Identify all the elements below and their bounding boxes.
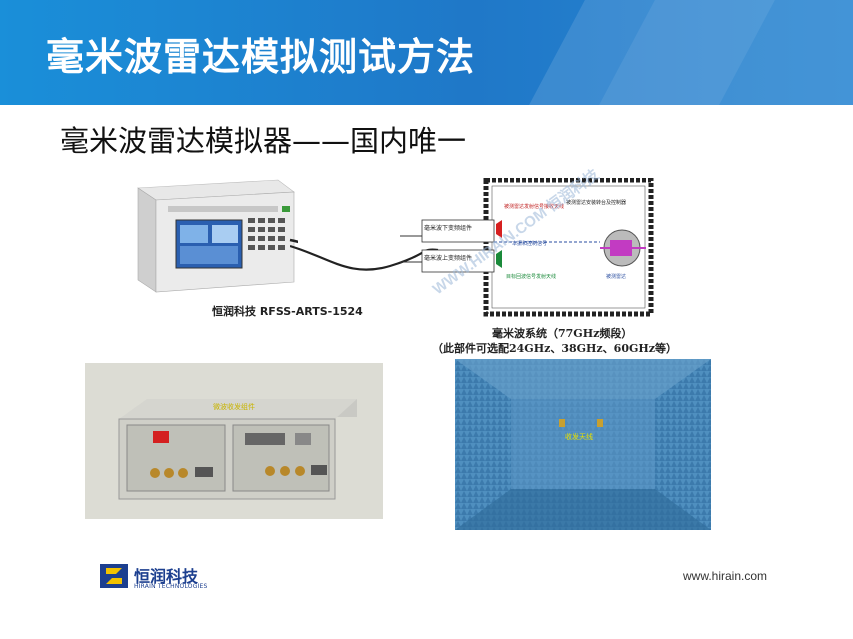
test-setup-diagram: 毫米波下变频组件 毫米波上变频组件 被测雷达发射信号接收天线 本振和控制信号 目…	[400, 178, 654, 317]
system-caption-line-1: 毫米波系统（77GHz频段）	[492, 327, 633, 340]
logo-text-cn: 恒润科技	[134, 567, 199, 586]
footer-url: www.hirain.com	[683, 569, 768, 583]
header-band: 毫米波雷达模拟测试方法	[0, 0, 853, 105]
logo-mark-icon	[100, 564, 128, 588]
diagram-label-radar: 被测雷达安装转台及控制器	[566, 199, 626, 206]
simulator-device-photo	[137, 179, 298, 293]
anechoic-chamber-photo: 收发天线	[455, 359, 711, 530]
diagram-label-tx: 目标回波信号发射天线	[506, 273, 556, 280]
device-caption: 恒润科技 RFSS-ARTS-1524	[212, 305, 363, 318]
transceiver-photo: 微波收发组件	[85, 363, 383, 519]
company-logo: 恒润科技 HIRAIN TECHNOLOGIES	[98, 562, 208, 592]
box-photo-label: 微波收发组件	[213, 402, 255, 411]
diagram-label-radar-2: 被测雷达	[606, 273, 626, 280]
page-title: 毫米波雷达模拟测试方法	[46, 35, 476, 79]
antenna-label: 收发天线	[565, 432, 593, 441]
diagram-label-cable: 本振和控制信号	[512, 240, 547, 247]
diagram-box-bottom: 毫米波上变频组件	[424, 254, 472, 262]
diagram-label-rx: 被测雷达发射信号接收天线	[504, 203, 564, 210]
diagram-box-top: 毫米波下变频组件	[424, 224, 472, 232]
system-caption-line-2: （此部件可选配24GHz、38GHz、60GHz等）	[432, 342, 678, 355]
slide-subtitle: 毫米波雷达模拟器——国内唯一	[60, 124, 467, 158]
logo-text-en: HIRAIN TECHNOLOGIES	[134, 583, 208, 590]
